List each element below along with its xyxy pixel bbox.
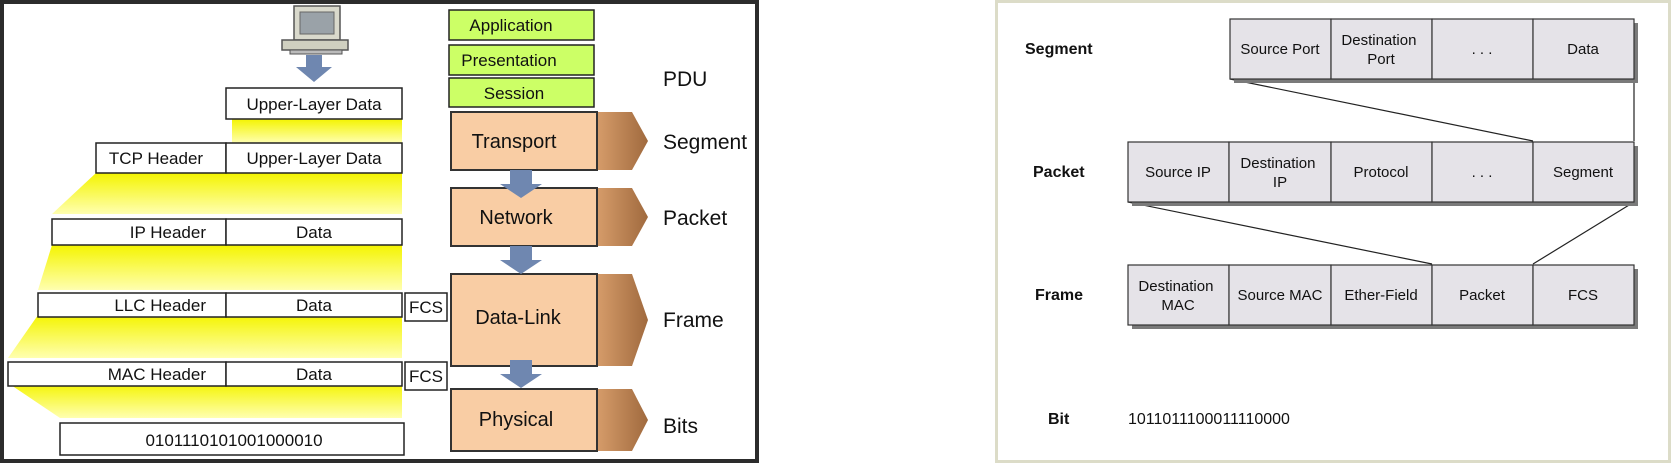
frame-fcs-text: FCS — [1568, 287, 1598, 304]
layer-arrows — [500, 170, 542, 388]
frame-destination-mac-text: Destination MAC — [1138, 278, 1217, 314]
llc-data-text: Data — [296, 296, 332, 315]
bits-box — [59, 422, 405, 456]
ip-data-text: Data — [296, 223, 332, 242]
frame-field-destination-mac — [1127, 264, 1230, 326]
layer-datalink-label: Data-Link — [475, 307, 562, 329]
segment-destination-port-text: Destination Port — [1341, 32, 1420, 68]
frame-field-fcs — [1532, 264, 1635, 326]
mac-data-box — [225, 361, 403, 387]
pdu-bits-label: Bits — [663, 415, 698, 438]
packet-field-segment — [1532, 141, 1635, 203]
pdu-tab-segment — [596, 112, 648, 170]
bits-text: 0101110101001000010 — [145, 431, 322, 450]
packet-destination-ip-line2: IP — [1273, 174, 1287, 191]
packet-field-ellipsis — [1431, 141, 1534, 203]
llc-fcs-text: FCS — [409, 298, 443, 317]
segment-source-port-text: Source Port — [1240, 41, 1320, 58]
down-arrow-icon — [296, 55, 332, 82]
pdu-frame-label: Frame — [663, 309, 724, 332]
pdu-title: PDU — [663, 68, 707, 91]
segment-field-destination-port — [1330, 18, 1433, 80]
bit-value: 1011011100011110000 — [1128, 411, 1290, 428]
layer-session-label: Session — [484, 84, 544, 103]
frame-structure-panel — [995, 0, 1671, 463]
packet-source-ip-text: Source IP — [1145, 164, 1211, 181]
tcp-header-box — [95, 142, 227, 174]
layer-presentation-label: Presentation — [461, 51, 556, 70]
layer-session — [448, 77, 595, 108]
row-label-segment: Segment — [1025, 41, 1093, 58]
packet-field-destination-ip — [1228, 141, 1332, 203]
wedge-5 — [8, 383, 402, 418]
ip-data-box — [225, 218, 403, 246]
connector-lines — [1127, 78, 1635, 265]
frame-packet-text: Packet — [1459, 287, 1506, 304]
frame-field-source-mac — [1228, 264, 1332, 326]
layer-application — [448, 9, 595, 41]
packet-destination-ip-line1: Destination — [1240, 155, 1315, 172]
packet-field-protocol — [1330, 141, 1433, 203]
segment-ellipsis-text: . . . — [1472, 41, 1493, 58]
tcp-header-text: TCP Header — [109, 149, 204, 168]
pdu-tab-packet — [596, 188, 648, 246]
pdu-packet-label: Packet — [663, 207, 727, 230]
packet-destination-ip-text: Destination IP — [1240, 155, 1319, 191]
frame-ether-field-text: Ether-Field — [1344, 287, 1417, 304]
layer-datalink — [450, 273, 598, 367]
segment-data-text: Data — [1567, 41, 1599, 58]
layer-transport — [450, 111, 598, 171]
segment-field-source-port — [1229, 18, 1332, 80]
tcp-upper-data-box — [225, 142, 403, 174]
upper-layer-data-box — [225, 87, 403, 120]
frame-field-ether-field — [1330, 264, 1433, 326]
row-label-frame: Frame — [1035, 287, 1083, 304]
segment-destination-port-line1: Destination — [1341, 32, 1416, 49]
pdu-tab-bits — [596, 389, 648, 451]
mac-data-text: Data — [296, 365, 332, 384]
layer-physical — [450, 388, 598, 452]
row-label-bit: Bit — [1048, 411, 1070, 428]
row-label-packet: Packet — [1033, 164, 1085, 181]
layer-network — [450, 187, 598, 247]
llc-data-box — [225, 292, 403, 318]
llc-header-text: LLC Header — [114, 296, 206, 315]
pdu-segment-label: Segment — [663, 131, 747, 154]
layer-physical-label: Physical — [479, 409, 553, 431]
frame-structure-diagram: Segment Packet Frame Bit — [1025, 18, 1638, 428]
layer-presentation — [448, 44, 595, 76]
layer-transport-label: Transport — [472, 131, 557, 153]
llc-fcs-box — [404, 292, 448, 322]
mac-header-text: MAC Header — [108, 365, 207, 384]
packet-ellipsis-text: . . . — [1472, 164, 1493, 181]
frame-field-packet — [1431, 264, 1534, 326]
frame-destination-mac-line1: Destination — [1138, 278, 1213, 295]
wedge-2 — [52, 173, 402, 214]
packet-segment-text: Segment — [1553, 164, 1614, 181]
frame-destination-mac-line2: MAC — [1161, 297, 1195, 314]
frame-source-mac-text: Source MAC — [1237, 287, 1322, 304]
mac-fcs-box — [404, 361, 448, 391]
computer-icon — [281, 5, 349, 55]
ip-header-text: IP Header — [130, 223, 207, 242]
segment-destination-port-line2: Port — [1367, 51, 1395, 68]
pdu-tab-frame — [596, 274, 648, 366]
mac-fcs-text: FCS — [409, 367, 443, 386]
tcp-upper-data-text: Upper-Layer Data — [246, 149, 382, 168]
wedge-1 — [232, 119, 402, 143]
ip-header-box — [51, 218, 227, 246]
segment-field-ellipsis — [1431, 18, 1534, 80]
segment-field-data — [1532, 18, 1635, 80]
upper-layer-data-text: Upper-Layer Data — [246, 95, 382, 114]
llc-header-box — [37, 292, 227, 318]
packet-protocol-text: Protocol — [1353, 164, 1408, 181]
wedge-3 — [38, 245, 402, 290]
layer-network-label: Network — [479, 207, 553, 229]
layer-application-label: Application — [469, 16, 552, 35]
wedge-4 — [8, 315, 402, 358]
